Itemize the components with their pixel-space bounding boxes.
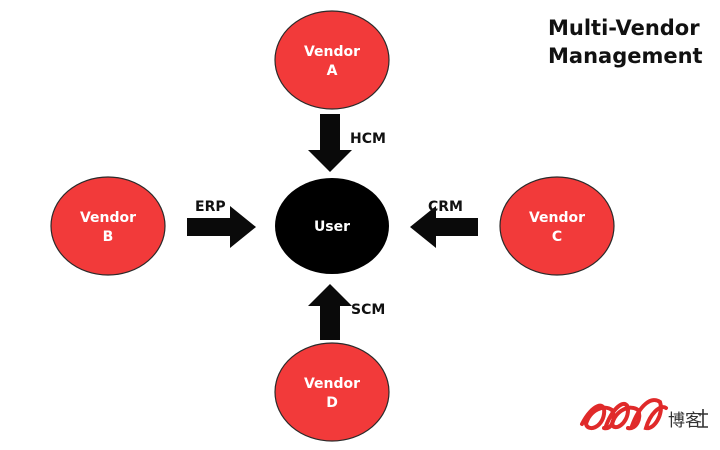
arrow-erp	[187, 206, 256, 248]
diagram-title: Multi-Vendor Management	[548, 14, 703, 70]
node-vendor-b-line2: B	[103, 229, 114, 245]
node-user-label: User	[314, 219, 350, 235]
edge-label-crm: CRM	[428, 199, 463, 215]
node-vendor-d: Vendor D	[274, 342, 390, 442]
node-vendor-c: Vendor C	[499, 176, 615, 276]
edge-label-erp: ERP	[195, 199, 226, 215]
arrow-crm	[410, 206, 478, 248]
node-vendor-b-line1: Vendor	[80, 210, 136, 226]
node-user: User	[275, 178, 389, 274]
edge-label-hcm: HCM	[350, 131, 386, 147]
node-vendor-d-line2: D	[326, 395, 338, 411]
edge-label-scm: SCM	[351, 302, 385, 318]
node-vendor-c-line2: C	[552, 229, 562, 245]
watermark-text: 博客	[668, 411, 702, 431]
node-vendor-c-line1: Vendor	[529, 210, 585, 226]
node-vendor-d-line1: Vendor	[304, 376, 360, 392]
title-line-1: Multi-Vendor	[548, 16, 700, 40]
arrow-scm	[308, 284, 352, 340]
node-vendor-b: Vendor B	[50, 176, 166, 276]
title-line-2: Management	[548, 44, 703, 68]
node-vendor-a: Vendor A	[274, 10, 390, 110]
arrow-hcm	[308, 114, 352, 172]
watermark-logo: 博客	[580, 398, 708, 431]
node-vendor-a-line2: A	[327, 63, 338, 79]
node-vendor-a-line1: Vendor	[304, 44, 360, 60]
